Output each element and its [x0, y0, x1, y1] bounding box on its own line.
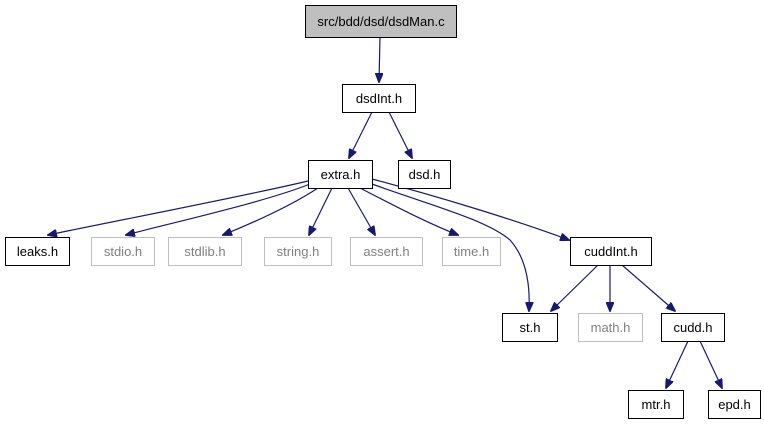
- node-box-leaks: [5, 237, 70, 266]
- node-label-mtr: mtr.h: [642, 397, 671, 412]
- node-label-math: math.h: [591, 320, 631, 335]
- node-box-dsd: [398, 160, 451, 189]
- node-label-st: st.h: [520, 320, 541, 335]
- node-label-dsd: dsd.h: [409, 167, 441, 182]
- node-cudd[interactable]: cudd.h: [661, 313, 725, 342]
- node-box-assert: [350, 237, 423, 266]
- edge-cudd-to-epd: [699, 340, 722, 388]
- node-label-stdio: stdio.h: [104, 244, 142, 259]
- node-box-cuddint: [570, 237, 652, 266]
- node-assert: assert.h: [350, 237, 423, 266]
- node-box-mtr: [628, 390, 684, 419]
- node-box-string: [264, 237, 332, 266]
- node-stdlib: stdlib.h: [168, 237, 242, 266]
- node-stdio: stdio.h: [91, 237, 155, 266]
- node-math: math.h: [578, 313, 643, 342]
- edge-extra-to-cuddint: [371, 178, 569, 240]
- node-string: string.h: [264, 237, 332, 266]
- node-box-stdlib: [168, 237, 242, 266]
- node-box-stdio: [91, 237, 155, 266]
- edge-extra-to-time: [359, 187, 458, 235]
- node-label-cudd: cudd.h: [673, 320, 712, 335]
- node-dsd[interactable]: dsd.h: [398, 160, 451, 189]
- node-box-math: [578, 313, 643, 342]
- node-label-dsdman: src/bdd/dsd/dsdMan.c: [317, 14, 445, 29]
- node-epd[interactable]: epd.h: [708, 390, 761, 419]
- edges: [48, 36, 722, 388]
- edge-cuddint-to-st: [551, 264, 599, 311]
- edge-cuddint-to-cudd: [621, 264, 675, 311]
- edge-extra-to-st: [371, 183, 529, 311]
- node-mtr[interactable]: mtr.h: [628, 390, 684, 419]
- node-dsdint[interactable]: dsdInt.h: [342, 84, 416, 113]
- node-label-stdlib: stdlib.h: [184, 244, 225, 259]
- nodes: src/bdd/dsd/dsdMan.c dsdInt.h extra.h dsd.h…: [5, 5, 761, 419]
- node-box-epd: [708, 390, 761, 419]
- node-st[interactable]: st.h: [502, 313, 558, 342]
- node-box-extra: [308, 160, 373, 189]
- node-label-time: time.h: [454, 244, 489, 259]
- node-label-assert: assert.h: [363, 244, 409, 259]
- node-label-extra: extra.h: [321, 167, 361, 182]
- edge-extra-to-stdlib: [223, 187, 319, 235]
- node-label-cuddint: cuddInt.h: [584, 244, 638, 259]
- node-box-st: [502, 313, 558, 342]
- node-box-dsdint: [342, 84, 416, 113]
- edge-cudd-to-mtr: [666, 340, 689, 388]
- edge-extra-to-assert: [347, 187, 375, 235]
- node-label-dsdint: dsdInt.h: [356, 91, 402, 106]
- node-label-string: string.h: [277, 244, 320, 259]
- edge-dsdint-to-dsd: [388, 111, 412, 158]
- node-label-leaks: leaks.h: [17, 244, 58, 259]
- node-extra[interactable]: extra.h: [308, 160, 373, 189]
- edge-dsdint-to-extra: [349, 111, 373, 158]
- node-dsdman[interactable]: src/bdd/dsd/dsdMan.c: [305, 5, 457, 38]
- node-box-dsdman: [305, 5, 457, 38]
- node-box-time: [442, 237, 501, 266]
- edge-extra-to-string: [309, 187, 333, 235]
- node-label-epd: epd.h: [718, 397, 751, 412]
- edge-dsdman-to-dsdint: [379, 36, 380, 82]
- node-box-cudd: [661, 313, 725, 342]
- node-time: time.h: [442, 237, 501, 266]
- edge-extra-to-stdio: [126, 183, 311, 235]
- node-leaks[interactable]: leaks.h: [5, 237, 70, 266]
- node-cuddint[interactable]: cuddInt.h: [570, 237, 652, 266]
- edge-extra-to-leaks: [48, 180, 309, 235]
